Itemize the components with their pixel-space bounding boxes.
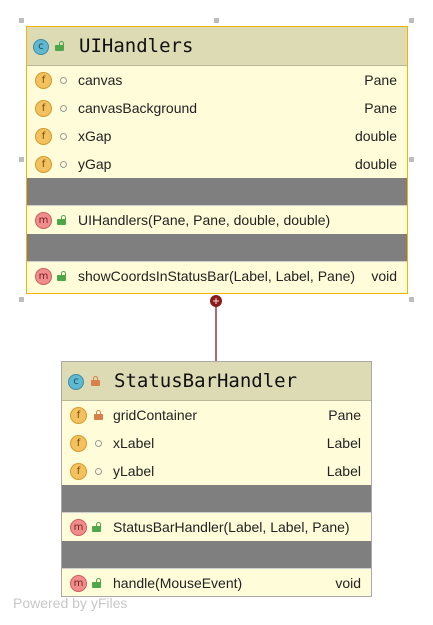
class-title: StatusBarHandler — [114, 370, 298, 392]
field-name: xLabel — [113, 435, 155, 451]
method-icon: m — [70, 575, 87, 592]
constructor-row[interactable]: m StatusBarHandler(Label, Label, Pane) — [62, 513, 371, 541]
constructor-signature: StatusBarHandler(Label, Label, Pane) — [113, 519, 350, 535]
selection-handle-bottom-right[interactable] — [409, 297, 414, 302]
field-icon: f — [70, 407, 87, 424]
selection-handle-bottom-left[interactable] — [19, 297, 24, 302]
field-type: Label — [326, 463, 361, 479]
public-lock-icon — [55, 41, 64, 51]
private-lock-icon — [94, 410, 103, 420]
constructor-signature: UIHandlers(Pane, Pane, double, double) — [78, 212, 331, 228]
field-name: xGap — [78, 128, 112, 144]
method-return-type: void — [335, 575, 361, 591]
field-icon: f — [35, 156, 52, 173]
selection-handle-middle-right[interactable] — [409, 157, 414, 162]
method-row[interactable]: m handle(MouseEvent) void — [62, 569, 371, 597]
collapsed-section-band — [62, 485, 371, 512]
field-name: canvasBackground — [78, 100, 198, 116]
class-header: c UIHandlers — [27, 27, 407, 66]
package-visibility-icon — [60, 105, 67, 112]
selection-handle-top-right[interactable] — [409, 18, 414, 23]
class-icon: c — [33, 39, 49, 55]
public-lock-icon — [92, 578, 101, 588]
field-type: double — [354, 156, 397, 172]
field-icon: f — [35, 128, 52, 145]
field-icon: f — [35, 100, 52, 117]
method-row[interactable]: m showCoordsInStatusBar(Label, Label, Pa… — [27, 262, 407, 290]
field-row[interactable]: f yLabel Label — [62, 457, 371, 485]
section-divider — [62, 512, 371, 513]
package-visibility-icon — [60, 161, 67, 168]
field-icon: f — [70, 463, 87, 480]
public-lock-icon — [57, 215, 66, 225]
section-divider — [27, 261, 407, 262]
private-lock-icon — [91, 376, 100, 386]
section-divider — [62, 568, 371, 569]
field-row[interactable]: f yGap double — [27, 150, 407, 178]
field-icon: f — [35, 72, 52, 89]
collapsed-section-band — [62, 541, 371, 568]
collapsed-section-band — [27, 234, 407, 261]
section-divider — [27, 205, 407, 206]
package-visibility-icon — [95, 468, 102, 475]
class-header: c StatusBarHandler — [62, 362, 371, 401]
method-return-type: void — [371, 268, 397, 284]
field-row[interactable]: f canvasBackground Pane — [27, 94, 407, 122]
class-statusbarhandler[interactable]: c StatusBarHandler f gridContainer Pane … — [61, 361, 372, 597]
field-type: Pane — [364, 100, 397, 116]
method-signature: handle(MouseEvent) — [113, 575, 243, 591]
public-lock-icon — [92, 522, 101, 532]
public-lock-icon — [57, 271, 66, 281]
selection-handle-top-center[interactable] — [214, 18, 219, 23]
field-icon: f — [70, 435, 87, 452]
field-row[interactable]: f xLabel Label — [62, 429, 371, 457]
selection-handle-middle-left[interactable] — [19, 157, 24, 162]
field-type: Pane — [364, 72, 397, 88]
package-visibility-icon — [60, 77, 67, 84]
field-name: gridContainer — [113, 407, 198, 423]
collapsed-section-band — [27, 178, 407, 205]
field-type: Pane — [328, 407, 361, 423]
method-icon: m — [70, 519, 87, 536]
class-icon: c — [68, 374, 84, 390]
field-type: double — [354, 128, 397, 144]
class-title: UIHandlers — [79, 35, 194, 57]
field-name: yGap — [78, 156, 112, 172]
field-name: yLabel — [113, 463, 155, 479]
watermark: Powered by yFiles — [13, 595, 128, 611]
field-name: canvas — [78, 72, 123, 88]
field-row[interactable]: f canvas Pane — [27, 66, 407, 94]
field-type: Label — [326, 435, 361, 451]
method-icon: m — [35, 212, 52, 229]
package-visibility-icon — [95, 440, 102, 447]
constructor-row[interactable]: m UIHandlers(Pane, Pane, double, double) — [27, 206, 407, 234]
selection-handle-top-left[interactable] — [19, 18, 24, 23]
field-row[interactable]: f gridContainer Pane — [62, 401, 371, 429]
class-uihandlers[interactable]: c UIHandlers f canvas Pane f canvasBackg… — [26, 26, 408, 294]
package-visibility-icon — [60, 133, 67, 140]
field-row[interactable]: f xGap double — [27, 122, 407, 150]
method-signature: showCoordsInStatusBar(Label, Label, Pane… — [78, 268, 356, 284]
method-icon: m — [35, 268, 52, 285]
